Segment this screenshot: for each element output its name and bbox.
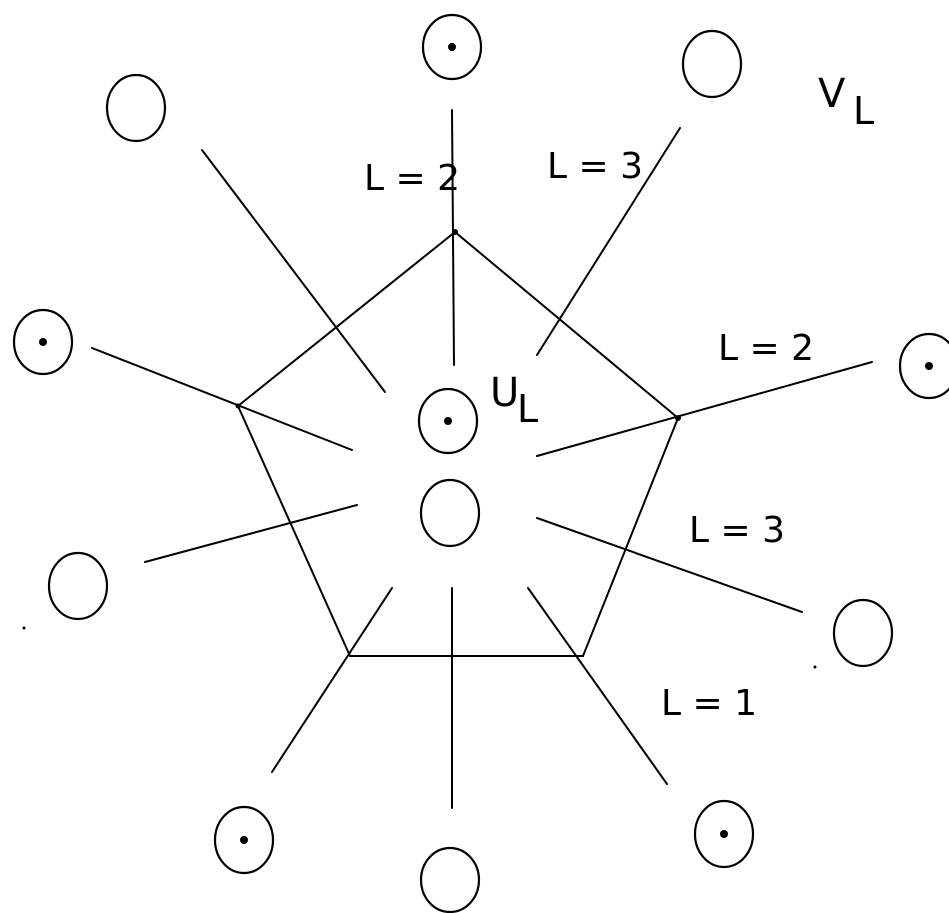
spoke-left-upper [91,347,353,451]
center-label-main: U [490,370,519,416]
node-bottom-empty [419,846,481,913]
node-left-lower-empty [47,551,109,621]
stray-speck-left [22,626,26,630]
node-right-dotted [898,332,949,400]
edge-label-right-upper: L = 2 [718,328,814,369]
edge-label-top-right: L = 3 [547,146,643,187]
edge-label-top-left: L = 2 [364,158,460,199]
spoke-top [451,109,455,366]
spoke-right-upper [536,361,873,457]
node-top-left-empty [105,73,167,143]
edge-label-right-lower: L = 1 [661,683,757,724]
vertex-dot-left [235,403,241,409]
node-center-empty [419,478,481,548]
node-center-dotted [417,387,479,455]
spoke-upper-left [201,149,386,393]
spoke-left-lower [144,504,358,563]
pentagon-edge-left [237,405,351,657]
spoke-lower-left [271,587,393,773]
pentagon [237,231,679,657]
corner-label-subscript: L [853,89,874,133]
center-label-subscript: L [517,387,538,431]
edge-label-right-middle: L = 3 [689,510,785,551]
spoke-lower-right [527,587,668,785]
pentagon-edge-top-right [454,231,679,419]
stray-speck-right [813,665,817,669]
node-bottom-left-dotted [213,805,275,875]
vertex-dot-right [675,415,681,421]
corner-label-main: V [818,71,846,117]
node-top-dotted [421,13,483,81]
spoke-upper-right [536,127,681,356]
spokes [91,109,873,809]
pentagon-edge-right [582,417,679,657]
vertex-dot-top [452,229,458,235]
node-top-right-empty [681,29,743,99]
spoke-right-lower [536,517,803,613]
vertex-markers [235,229,681,421]
node-left-dotted [12,308,74,376]
nodes [12,13,949,913]
pentagon-edge-top-left [237,231,456,407]
labels: L = 2 L = 3 L = 2 L = 3 L = 1 U L V L [364,71,874,724]
node-right-lower-empty [832,598,894,668]
node-bottom-right-dotted [693,799,755,869]
